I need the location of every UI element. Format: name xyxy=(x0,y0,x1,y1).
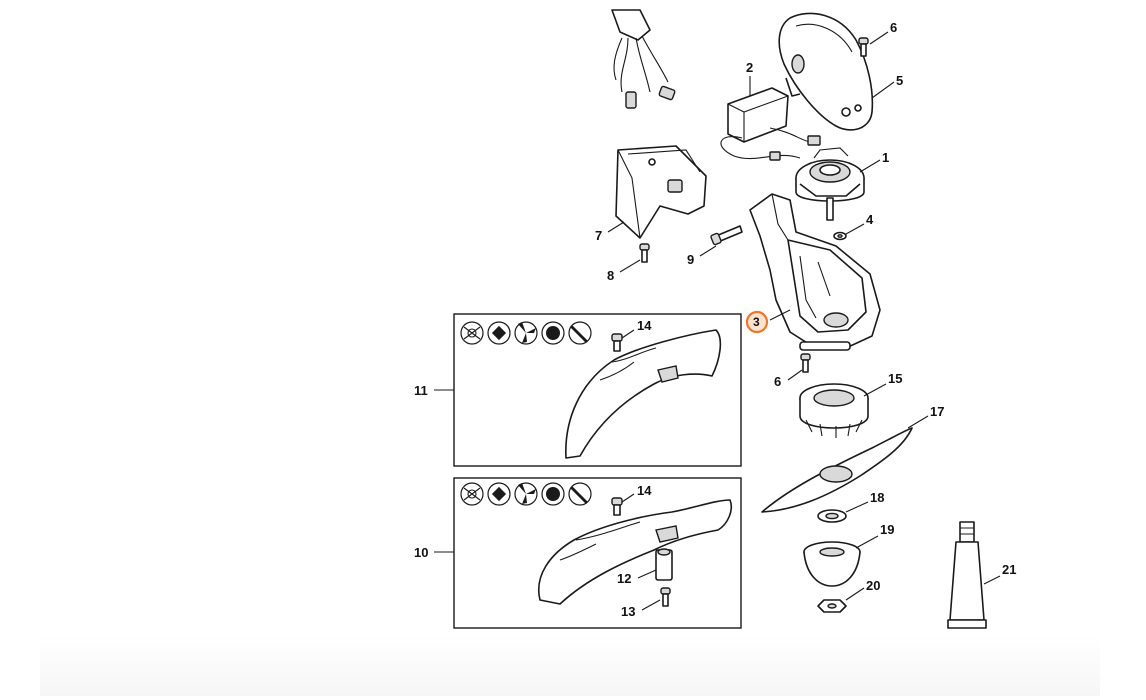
callout-12: 12 xyxy=(617,571,631,586)
kit-10-guard xyxy=(537,499,733,605)
metal-blade-icon xyxy=(487,482,511,506)
callout-labels: 2 6 5 1 4 7 8 9 6 15 17 18 19 20 21 11 1… xyxy=(414,20,1016,619)
part-17-blade[interactable] xyxy=(761,427,913,513)
part-5-cover[interactable] xyxy=(778,12,874,131)
kit-10-tool-icons xyxy=(460,482,592,506)
saw-blade-icon xyxy=(568,321,592,345)
metal-blade-icon xyxy=(487,321,511,345)
grass-blade-icon xyxy=(541,482,565,506)
part-13-screw xyxy=(660,587,671,607)
part-9-screw[interactable] xyxy=(710,225,743,246)
callout-14-lower: 14 xyxy=(637,483,652,498)
part-6-screw-bottom[interactable] xyxy=(800,353,811,373)
part-2-electronics[interactable] xyxy=(720,87,821,161)
part-1-motor[interactable] xyxy=(795,147,865,221)
callout-10: 10 xyxy=(414,545,428,560)
kit-11-tool-icons xyxy=(460,321,592,345)
kit-10-box[interactable] xyxy=(453,477,742,629)
brush-knife-icon xyxy=(514,321,538,345)
callout-21: 21 xyxy=(1002,562,1016,577)
callout-19: 19 xyxy=(880,522,894,537)
part-8-screw[interactable] xyxy=(639,243,650,263)
saw-blade-icon xyxy=(568,482,592,506)
part-7-housing-shell[interactable] xyxy=(615,145,707,239)
callout-9: 9 xyxy=(687,252,694,267)
callout-7: 7 xyxy=(595,228,602,243)
part-3-gear-housing[interactable] xyxy=(749,193,881,351)
callout-5: 5 xyxy=(896,73,903,88)
kit-11-guard xyxy=(565,329,722,459)
part-21-grease-tube[interactable] xyxy=(947,521,987,629)
leader-lines xyxy=(434,31,1001,611)
callout-3: 3 xyxy=(753,315,760,329)
part-6-screw-top[interactable] xyxy=(858,37,869,57)
callout-20: 20 xyxy=(866,578,880,593)
callout-8: 8 xyxy=(607,268,614,283)
hotspot-part-3[interactable]: 3 xyxy=(745,310,769,334)
part-19-rotating-cup[interactable] xyxy=(803,541,861,587)
callout-13: 13 xyxy=(621,604,635,619)
callout-4: 4 xyxy=(866,212,874,227)
string-head-icon xyxy=(460,482,484,506)
kit-10-screw-14 xyxy=(611,497,623,516)
callout-11: 11 xyxy=(414,383,428,398)
callout-6-top: 6 xyxy=(890,20,897,35)
cable-harness[interactable] xyxy=(611,9,676,109)
kit-11-screw-14 xyxy=(611,333,623,352)
callout-18: 18 xyxy=(870,490,884,505)
brush-knife-icon xyxy=(514,482,538,506)
grass-blade-icon xyxy=(541,321,565,345)
bottom-shadow xyxy=(40,636,1100,696)
callout-14-upper: 14 xyxy=(637,318,652,333)
callout-17: 17 xyxy=(930,404,944,419)
callout-1: 1 xyxy=(882,150,889,165)
callout-6-bottom: 6 xyxy=(774,374,781,389)
part-12-support xyxy=(655,548,673,581)
callout-15: 15 xyxy=(888,371,902,386)
part-4-washer[interactable] xyxy=(833,231,847,241)
callout-2: 2 xyxy=(746,60,753,75)
string-head-icon xyxy=(460,321,484,345)
part-15-thrust-plate[interactable] xyxy=(799,383,869,438)
kit-11-box[interactable] xyxy=(453,313,742,467)
part-20-nut[interactable] xyxy=(817,599,847,613)
part-18-washer[interactable] xyxy=(817,509,847,523)
